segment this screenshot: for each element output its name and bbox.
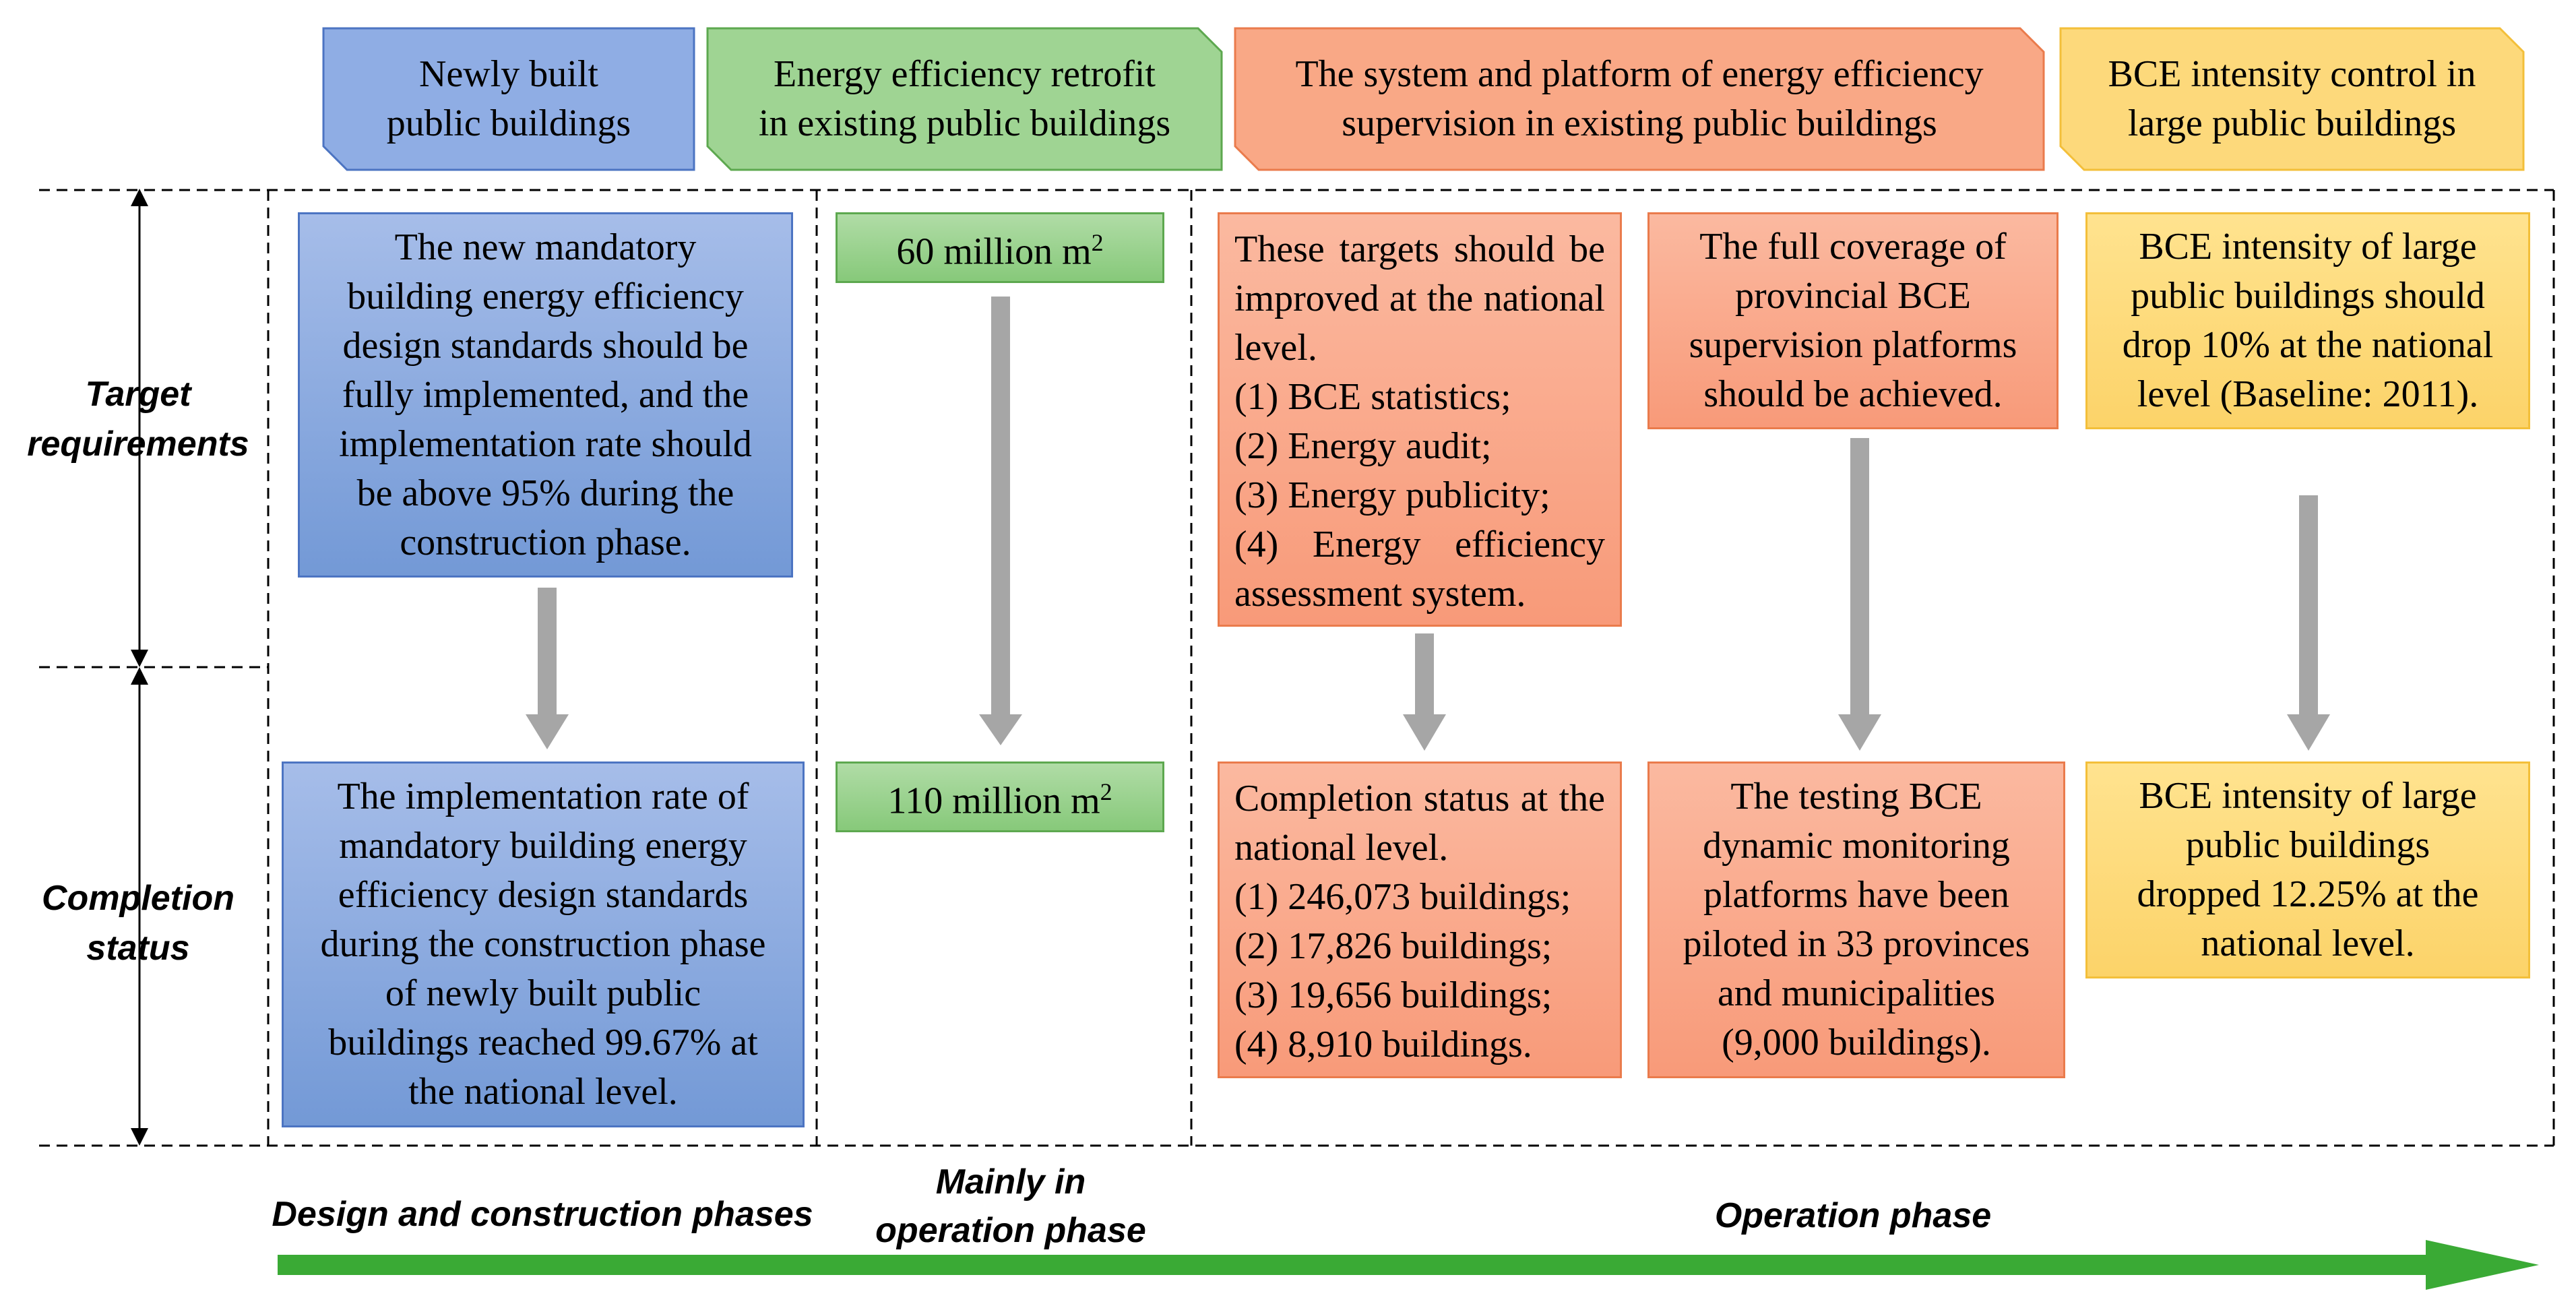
phase-mainly-operation: Mainly in operation phase [836, 1158, 1186, 1255]
header-supervision: The system and platform of energy effici… [1235, 28, 2044, 170]
text-line: building energy efficiency [347, 275, 744, 317]
header-bce: BCE intensity control in large public bui… [2061, 28, 2523, 170]
arrow-bce [2287, 495, 2330, 751]
text-line: (3) 19,656 buildings; [1234, 974, 1552, 1016]
text-line: piloted in 33 provinces [1683, 923, 2030, 965]
text-line: The testing BCE [1730, 776, 1982, 817]
text-line: (2) 17,826 buildings; [1234, 925, 1552, 967]
completion-retrofit-sup: 2 [1100, 778, 1112, 806]
text-line: design standards should be [342, 324, 749, 367]
row-label-completion: Completion status [7, 873, 270, 973]
row-label-line: requirements [27, 425, 249, 464]
target-retrofit-value: 60 million m [896, 230, 1092, 273]
header-new-buildings: Newly built public buildings [323, 28, 694, 170]
arrow-platform [1838, 438, 1881, 751]
header-shape-retrofit [706, 27, 1223, 171]
target-new-buildings: The new mandatory building energy effici… [298, 212, 793, 578]
phase-line: Mainly in [935, 1162, 1086, 1202]
text-line: These targets should be improved at the … [1234, 228, 1605, 369]
completion-supervision: Completion status at the national level.… [1218, 761, 1622, 1078]
target-retrofit: 60 million m2 [836, 212, 1164, 283]
text-line: supervision platforms [1689, 324, 2017, 366]
completion-retrofit: 110 million m2 [836, 761, 1164, 832]
completion-retrofit-value: 110 million m [887, 780, 1100, 822]
text-line: The new mandatory [394, 226, 697, 268]
text-line: public buildings should [2131, 275, 2485, 317]
target-range-arrow [131, 189, 148, 667]
header-retrofit: Energy efficiency retrofit in existing pu… [708, 28, 1222, 170]
text-line: dropped 12.25% at the [2137, 873, 2479, 915]
text-line: drop 10% at the national [2122, 324, 2494, 366]
text-line: fully implemented, and the [342, 373, 749, 416]
text-line: (4) Energy efficiency assessment system. [1234, 524, 1605, 615]
arrow-new-buildings [526, 588, 569, 749]
header-line: The system and platform of energy effici… [1295, 53, 1984, 95]
gray-arrows [526, 297, 2330, 751]
header-line: Newly built [419, 53, 598, 95]
row-label-target: Target requirements [7, 369, 270, 469]
header-shape-new-buildings [322, 27, 695, 171]
text-line: level (Baseline: 2011). [2137, 373, 2479, 415]
phase-operation: Operation phase [1714, 1196, 1992, 1235]
text-line: The full coverage of [1699, 226, 2007, 268]
target-supervision: These targets should be improved at the … [1218, 212, 1622, 627]
completion-range-arrow [131, 667, 148, 1146]
text-line: The implementation rate of [337, 776, 749, 817]
row-label-line: status [86, 929, 190, 968]
phase-design: Design and construction phases [272, 1195, 813, 1234]
header-line: BCE intensity control in [2108, 53, 2476, 95]
text-line: (1) BCE statistics; [1234, 376, 1511, 418]
text-line: provincial BCE [1735, 275, 1971, 317]
row-label-line: Completion [42, 879, 234, 918]
text-line: (4) 8,910 buildings. [1234, 1024, 1532, 1065]
text-line: the national level. [408, 1071, 678, 1113]
arrow-retrofit [979, 297, 1022, 745]
target-bce: BCE intensity of large public buildings … [2085, 212, 2530, 429]
dashed-frame [39, 189, 2555, 1147]
header-line: in existing public buildings [758, 102, 1171, 144]
header-shape-bce [2059, 27, 2525, 171]
phase-line: operation phase [875, 1211, 1146, 1250]
text-line: and municipalities [1717, 972, 1996, 1014]
text-line: should be achieved. [1703, 373, 2003, 415]
text-line: BCE intensity of large [2139, 226, 2477, 268]
text-line: efficiency design standards [338, 874, 749, 916]
text-line: buildings reached 99.67% at [328, 1022, 758, 1063]
text-line: national level. [2201, 923, 2415, 964]
text-line: during the construction phase [320, 923, 766, 965]
target-retrofit-sup: 2 [1091, 229, 1104, 257]
timeline-arrow [278, 1240, 2539, 1290]
header-line: large public buildings [2127, 102, 2457, 144]
text-line: construction phase. [400, 521, 691, 563]
text-line: dynamic monitoring [1703, 825, 2010, 867]
arrow-supervision [1403, 633, 1446, 751]
header-line: public buildings [386, 102, 631, 144]
target-platform: The full coverage of provincial BCE supe… [1647, 212, 2059, 429]
text-line: (2) Energy audit; [1234, 425, 1492, 467]
text-line: be above 95% during the [356, 472, 734, 514]
text-line: of newly built public [385, 972, 701, 1014]
text-line: platforms have been [1703, 874, 2010, 916]
row-label-line: Target [85, 375, 191, 414]
text-line: public buildings [2185, 824, 2430, 866]
completion-platform: The testing BCE dynamic monitoring platf… [1647, 761, 2065, 1078]
completion-new-buildings: The implementation rate of mandatory bui… [282, 761, 805, 1127]
text-line: BCE intensity of large [2139, 775, 2477, 817]
completion-bce: BCE intensity of large public buildings … [2085, 761, 2530, 978]
text-line: implementation rate should [339, 423, 752, 465]
text-line: Completion status at the national level. [1234, 778, 1605, 869]
text-line: (3) Energy publicity; [1234, 474, 1550, 516]
text-line: (1) 246,073 buildings; [1234, 876, 1571, 918]
header-line: supervision in existing public buildings [1342, 102, 1937, 144]
header-line: Energy efficiency retrofit [773, 53, 1156, 95]
text-line: mandatory building energy [339, 825, 747, 867]
text-line: (9,000 buildings). [1722, 1022, 1991, 1063]
header-shape-supervision [1234, 27, 2045, 171]
